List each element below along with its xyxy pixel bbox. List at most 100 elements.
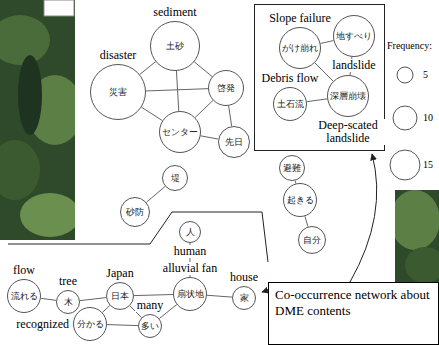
circle-outline	[151, 22, 200, 71]
node-word: 土砂	[166, 42, 184, 51]
english-gloss: Japan	[104, 267, 135, 280]
word-circle: 自分	[298, 226, 326, 254]
circle-outline	[139, 315, 162, 338]
node-word: 分かる	[77, 320, 104, 329]
english-gloss: Deep-scated landslide	[311, 119, 385, 145]
english-gloss: Slope failure	[267, 12, 333, 25]
size-sample	[390, 103, 420, 133]
co-occurrence-edge	[41, 298, 56, 300]
english-gloss: many	[135, 299, 166, 312]
co-occurrence-edge	[80, 298, 106, 301]
co-occurrence-edge	[194, 62, 212, 77]
node-word: センター	[162, 128, 198, 137]
word-circle: 避難	[279, 155, 305, 181]
node-word: 人	[186, 228, 195, 237]
word-circle: センター	[159, 111, 201, 153]
co-occurrence-edge	[140, 62, 156, 75]
co-occurrence-edge	[305, 216, 308, 226]
legend-entry: 5	[390, 60, 424, 90]
node-word: 啓発	[217, 84, 235, 93]
node-word: 家	[240, 294, 249, 303]
circle-outline	[334, 16, 375, 57]
caption-box: Co-occurrence network about DME contents	[268, 282, 439, 345]
circle-outline	[284, 184, 317, 217]
size-sample	[390, 60, 420, 90]
circle-outline	[160, 112, 201, 153]
co-occurrence-edge	[295, 181, 297, 184]
foliage	[405, 247, 439, 283]
foliage	[390, 190, 439, 250]
node-word: 日本	[111, 292, 129, 301]
word-circle: 先日	[218, 126, 250, 158]
circle-outline	[233, 287, 256, 310]
co-occurrence-edge	[207, 295, 232, 297]
node-word: 多い	[141, 322, 159, 331]
word-circle: がけ崩れSlope failure	[279, 27, 321, 69]
english-gloss: flow	[11, 264, 37, 277]
word-circle: 砂防	[120, 197, 150, 227]
co-occurrence-edge	[176, 71, 178, 111]
co-occurrence-edge	[146, 89, 208, 91]
word-circle: 人human	[179, 221, 201, 243]
english-gloss: human	[172, 245, 209, 258]
word-circle: 土砂sediment	[150, 21, 200, 71]
leader-arrow	[350, 154, 377, 282]
foliage	[20, 193, 80, 237]
word-circle: 家house	[232, 286, 256, 310]
legend-entry: 10	[390, 103, 424, 133]
circle-outline	[328, 76, 369, 117]
co-occurrence-edge	[146, 186, 165, 202]
co-occurrence-edge	[321, 41, 334, 44]
circle-outline	[280, 156, 305, 181]
node-word: 自分	[303, 236, 321, 245]
english-gloss: landslide	[330, 59, 377, 72]
word-circle: 分かるrecognized	[73, 307, 107, 341]
word-circle: 流れるflow	[7, 279, 41, 313]
node-word: 流れる	[11, 292, 38, 301]
node-word: 土石流	[277, 100, 304, 109]
english-gloss: sediment	[151, 6, 198, 19]
word-circle: 啓発	[208, 70, 244, 106]
legend-value: 5	[423, 69, 428, 81]
word-circle: 日本Japan	[106, 282, 134, 310]
english-gloss: alluvial fan	[161, 262, 219, 275]
node-word: 木	[64, 298, 73, 307]
word-circle: 木tree	[56, 290, 80, 314]
word-circle: 多いmany	[138, 314, 162, 338]
word-circle: 深層崩壊Deep-scated landslide	[327, 75, 369, 117]
word-circle: 土石流Debris flow	[273, 87, 307, 121]
circle-outline	[280, 28, 321, 69]
circle-outline	[8, 280, 41, 313]
node-word: 起きる	[287, 196, 314, 205]
legend-entry: 15	[390, 150, 424, 180]
co-occurrence-edge	[142, 107, 163, 120]
co-occurrence-edge	[229, 106, 232, 126]
circle-outline	[209, 71, 244, 106]
node-word: 砂防	[126, 208, 144, 217]
word-circle: 起きる	[283, 183, 317, 217]
circle-outline	[57, 291, 80, 314]
node-word: 先日	[225, 138, 243, 147]
circle-outline	[74, 308, 107, 341]
english-gloss: Debris flow	[260, 72, 321, 85]
inset-frame	[44, 0, 74, 16]
node-word: 災害	[109, 88, 127, 97]
node-word: がけ崩れ	[282, 44, 318, 53]
node-word: 地すべり	[336, 32, 372, 41]
cluster-frame	[255, 5, 385, 151]
node-word: 扇状地	[177, 290, 204, 299]
size-sample	[397, 67, 413, 83]
co-occurrence-edge	[134, 294, 173, 295]
circle-outline	[299, 227, 326, 254]
circle-outline	[274, 88, 307, 121]
co-occurrence-edge	[307, 99, 327, 102]
co-occurrence-edge	[102, 306, 109, 313]
word-circle: 地すべりlandslide	[333, 15, 375, 57]
node-word: 深層崩壊	[330, 92, 366, 101]
co-occurrence-edge	[201, 136, 219, 139]
co-occurrence-edge	[195, 100, 213, 117]
node-word: 堤	[171, 174, 180, 183]
legend-heading: Frequency:	[387, 40, 432, 52]
